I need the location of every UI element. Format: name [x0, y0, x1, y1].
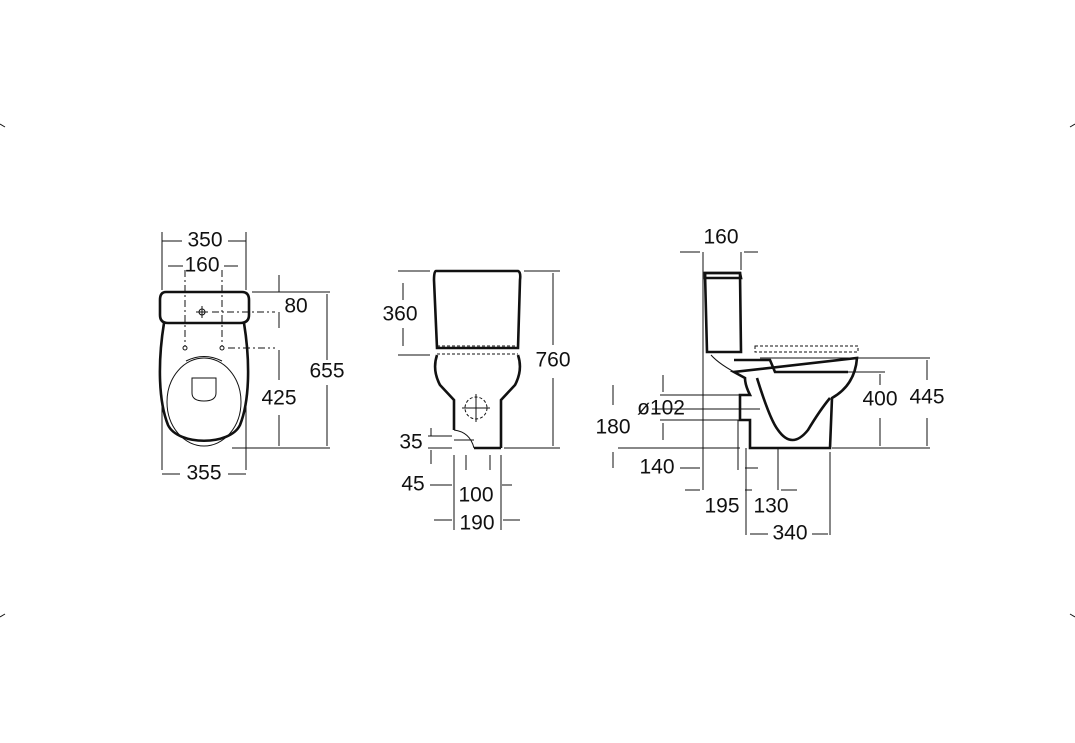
- cistern-outline: [432, 269, 522, 350]
- dim-seat-fixing: 425: [261, 387, 296, 410]
- dim-fixing-offset: 130: [753, 495, 788, 518]
- rear-view: [398, 269, 560, 530]
- dim-fixing-height: 80: [284, 295, 307, 318]
- side-view: [612, 251, 930, 535]
- bowl-opening: [191, 377, 217, 402]
- dim-seat-height: 445: [909, 386, 944, 409]
- cistern-outline: [703, 271, 743, 354]
- dim-floor-fixing: 100: [458, 484, 493, 507]
- dim-width-bottom: 355: [186, 462, 221, 485]
- dim-inlet-offset: 45: [401, 473, 424, 496]
- dim-width-top: 350: [187, 229, 222, 252]
- dim-fixing-spacing: 160: [184, 254, 219, 277]
- dim-cistern-height: 360: [382, 303, 417, 326]
- top-view: [158, 232, 330, 475]
- dim-total-height: 760: [535, 349, 570, 372]
- dim-total-depth: 655: [309, 360, 344, 383]
- dim-cistern-to-pedestal: 195: [704, 495, 739, 518]
- crop-marks: [0, 123, 1075, 618]
- bowl-outline: [158, 322, 250, 443]
- cistern-outline: [158, 290, 251, 325]
- dim-cistern-depth: 160: [703, 226, 738, 249]
- dim-outlet-to-wall: 140: [639, 456, 674, 479]
- dim-pedestal-width: 190: [459, 512, 494, 535]
- dim-outlet-diameter: ø102: [637, 397, 685, 420]
- pedestal-outline: [433, 354, 522, 448]
- dim-rim-height: 400: [862, 388, 897, 411]
- dim-inlet-height: 35: [399, 431, 422, 454]
- seat-outline: [166, 357, 242, 447]
- dim-outlet-height: 180: [595, 416, 630, 439]
- seat-dashed: [754, 345, 859, 353]
- dim-pedestal-depth: 340: [772, 522, 807, 545]
